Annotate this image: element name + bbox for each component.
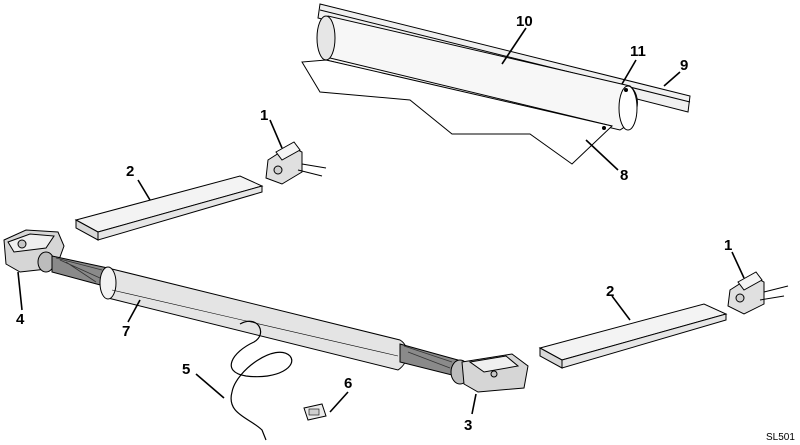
lower-end-bracket [727, 271, 789, 315]
callout-11: 11 [630, 43, 646, 60]
callout-9: 9 [680, 57, 688, 74]
connector-plug [303, 403, 327, 421]
upper-end-bracket [265, 141, 327, 185]
fabric-roller-assembly [301, 3, 691, 165]
roller-end-left [316, 15, 336, 61]
roller-end-right [618, 85, 638, 131]
callout-1-lower: 1 [724, 237, 732, 254]
callout-2-lower: 2 [606, 283, 614, 300]
callout-8: 8 [620, 167, 628, 184]
callout-2-upper: 2 [126, 163, 134, 180]
upper-rail-channel [74, 175, 264, 241]
callout-3: 3 [464, 417, 472, 434]
callout-labels: 1 2 10 11 9 8 4 7 5 6 3 1 2 [16, 13, 732, 434]
callout-4: 4 [16, 311, 25, 328]
left-end-housing [3, 229, 65, 273]
callout-10: 10 [516, 13, 533, 30]
figure-code: SL501 [766, 432, 795, 443]
callout-5: 5 [182, 361, 190, 378]
fabric-sheet [301, 59, 614, 165]
right-spring-axle [399, 343, 459, 377]
leader-lines [17, 27, 745, 415]
wiring-harness [230, 320, 293, 441]
callout-6: 6 [344, 375, 352, 392]
callout-7: 7 [122, 323, 130, 340]
callout-1-upper: 1 [260, 107, 268, 124]
right-end-housing [450, 353, 529, 393]
fabric-roller-tube [99, 266, 408, 371]
lower-rail-channel [538, 303, 728, 369]
left-spring-axle [51, 255, 109, 287]
